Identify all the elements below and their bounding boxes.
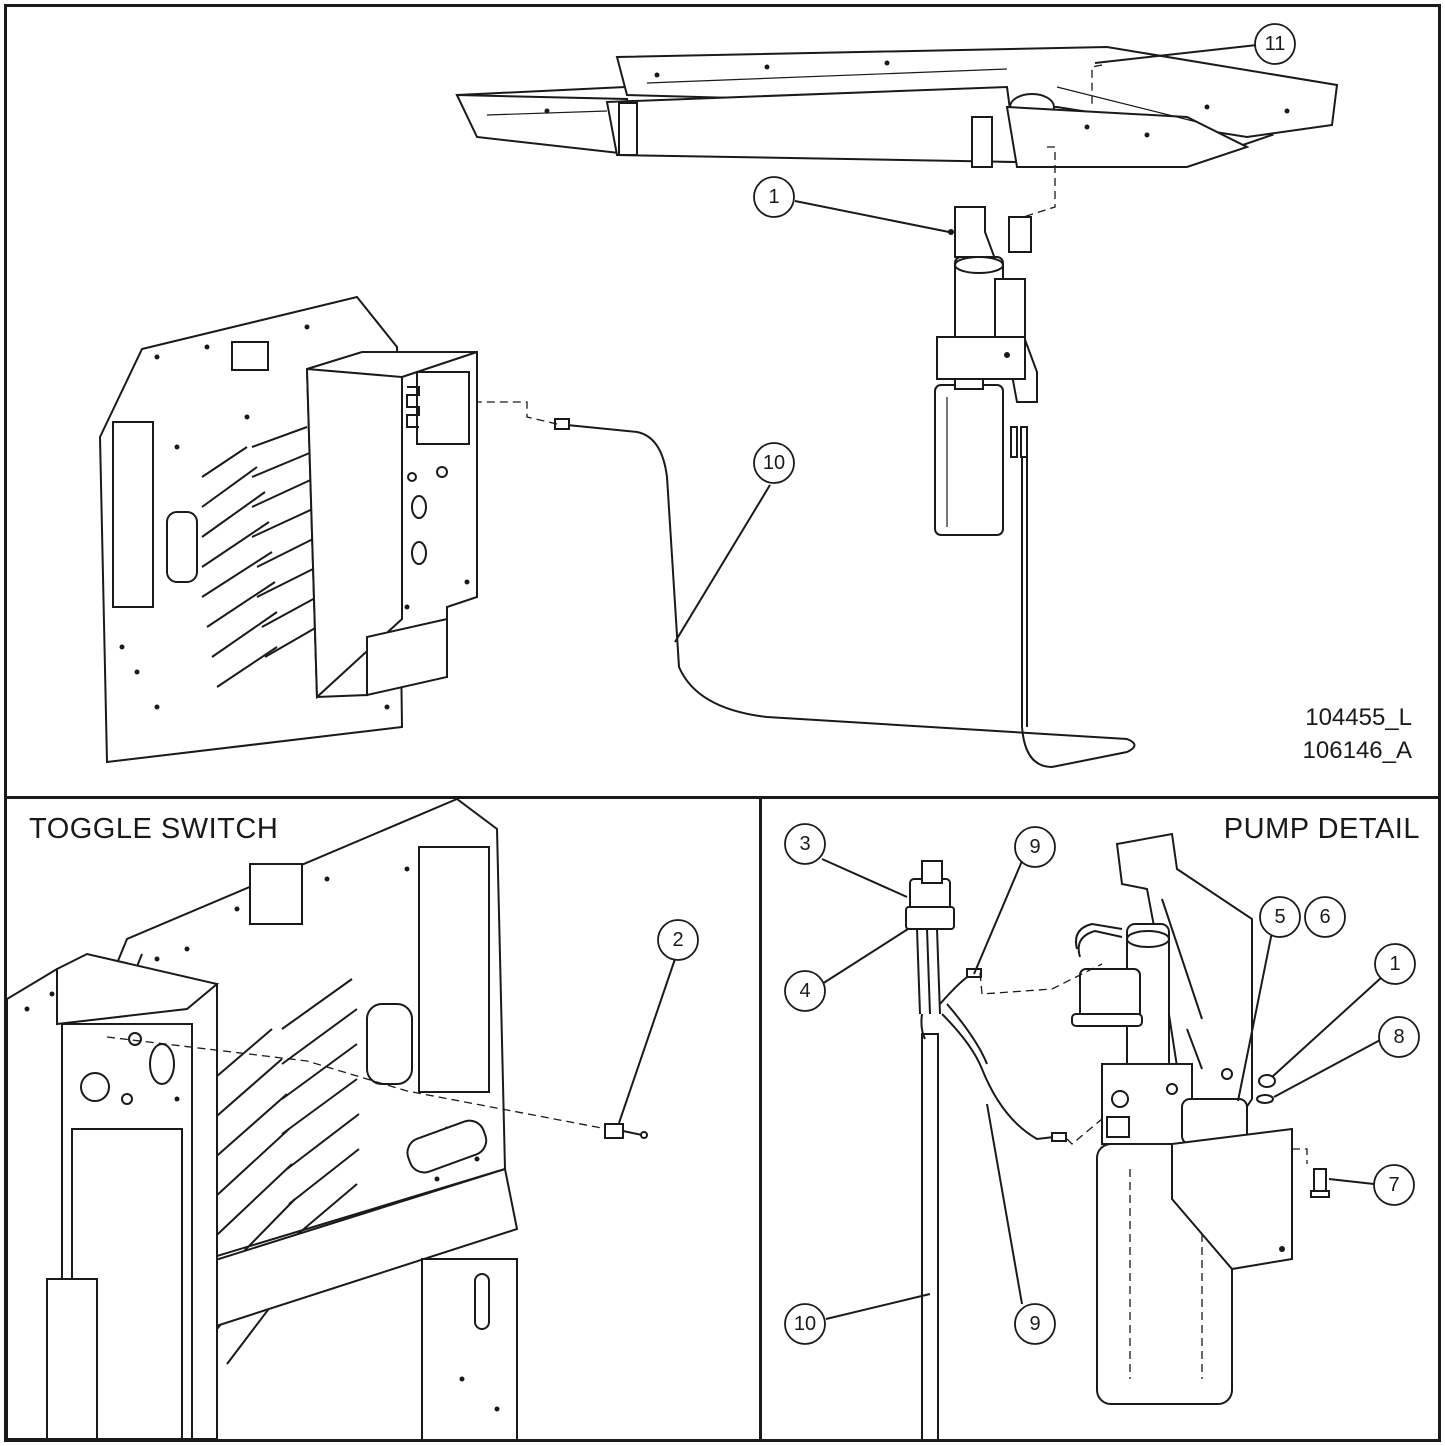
svg-text:10: 10	[763, 452, 785, 474]
control-box	[305, 351, 478, 700]
callout-4: 4	[784, 970, 826, 1012]
lower-frame	[185, 1119, 519, 1439]
svg-text:7: 7	[1388, 1174, 1399, 1196]
callout-11: 11	[1254, 23, 1296, 65]
svg-text:10: 10	[794, 1313, 816, 1335]
pump-detail-view: 3 9 4 5 6 1 8 7	[759, 796, 1441, 1442]
toggle-switch-drawing: 2	[7, 799, 699, 1439]
callout-10-pump: 10	[784, 1303, 826, 1345]
relay-part	[905, 860, 955, 1015]
drawing-number-primary: 104455_L	[1305, 704, 1412, 731]
pump-detail-drawing: 3 9 4 5 6 1 8 7	[784, 823, 1420, 1439]
svg-text:1: 1	[768, 186, 779, 208]
toggle-switch-view: 2 TOGGLE SWITCH	[4, 796, 762, 1442]
callout-5: 5	[1259, 896, 1301, 938]
pump-valve-block	[1101, 1063, 1248, 1145]
callout-1-pump: 1	[1374, 943, 1416, 985]
bolt-part	[1310, 1168, 1330, 1198]
callout-10: 10	[753, 442, 795, 484]
svg-text:1: 1	[1389, 953, 1400, 975]
svg-text:9: 9	[1029, 1313, 1040, 1335]
toggle-switch-title: TOGGLE SWITCH	[25, 813, 283, 846]
pump-motor	[1071, 922, 1203, 1095]
main-assembly-view: 11 1 10 104455_L 106146_A	[4, 4, 1441, 799]
svg-text:6: 6	[1319, 906, 1330, 928]
chassis-frame	[455, 45, 1339, 168]
callout-3: 3	[784, 823, 826, 865]
reservoir-tank	[1096, 1127, 1293, 1405]
pump-detail-title: PUMP DETAIL	[1219, 813, 1424, 846]
control-box-detail	[7, 952, 220, 1439]
callout-8: 8	[1378, 1016, 1420, 1058]
svg-text:2: 2	[672, 929, 683, 951]
drawing-number-secondary: 106146_A	[1302, 737, 1412, 764]
toggle-switch-part	[604, 1123, 648, 1139]
main-assembly-drawing: 11 1 10	[98, 23, 1339, 769]
svg-text:11: 11	[1265, 33, 1286, 55]
callout-6: 6	[1304, 896, 1346, 938]
svg-text:9: 9	[1029, 836, 1040, 858]
wiring	[920, 968, 1067, 1439]
pump-assembly	[934, 206, 1038, 536]
svg-text:3: 3	[799, 833, 810, 855]
callout-2: 2	[657, 919, 699, 961]
callout-9-lower: 9	[1014, 1303, 1056, 1345]
svg-text:4: 4	[799, 980, 810, 1002]
washer-part	[1256, 1074, 1276, 1104]
callout-9-upper: 9	[1014, 826, 1056, 868]
svg-text:5: 5	[1274, 906, 1285, 928]
svg-text:8: 8	[1393, 1026, 1404, 1048]
callout-7: 7	[1373, 1164, 1415, 1206]
callout-1: 1	[753, 176, 795, 218]
